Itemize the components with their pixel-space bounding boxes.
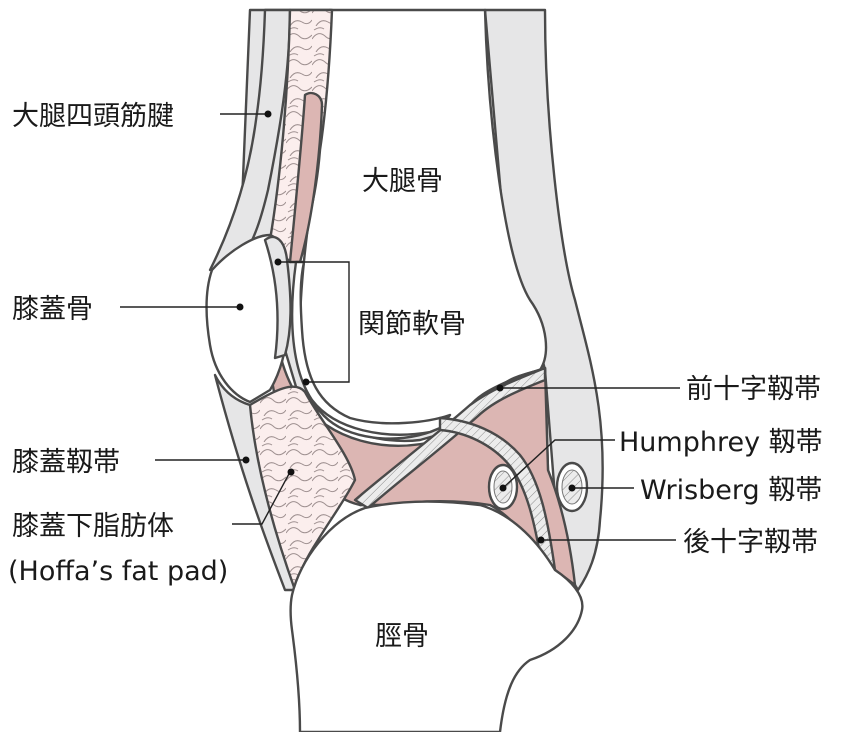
label-pcl: 後十字靱帯 bbox=[683, 527, 818, 558]
label-femur: 大腿骨 bbox=[362, 166, 443, 197]
label-articular-cartilage: 関節軟骨 bbox=[358, 309, 466, 340]
label-patella: 膝蓋骨 bbox=[12, 294, 93, 325]
label-wrisberg: Wrisberg 靱帯 bbox=[640, 475, 822, 506]
label-quadriceps-tendon: 大腿四頭筋腱 bbox=[12, 101, 174, 132]
label-humphrey: Humphrey 靱帯 bbox=[619, 427, 823, 458]
label-acl: 前十字靱帯 bbox=[686, 374, 821, 405]
label-hoffa: (Hoffa’s fat pad) bbox=[8, 556, 228, 587]
label-tibia: 脛骨 bbox=[375, 621, 429, 652]
label-patellar-ligament: 膝蓋靱帯 bbox=[12, 447, 120, 478]
label-infrapatellar-fat-pad: 膝蓋下脂肪体 bbox=[12, 511, 174, 542]
